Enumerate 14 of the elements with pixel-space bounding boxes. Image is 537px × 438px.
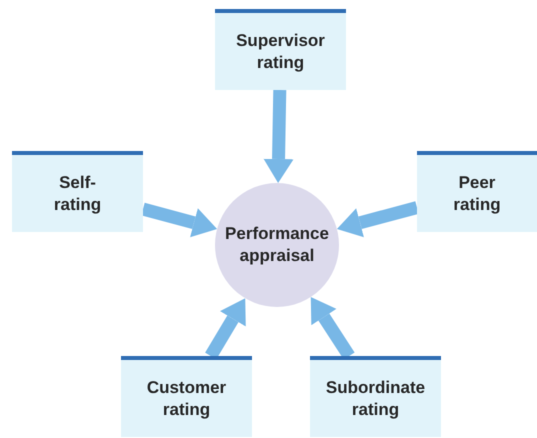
node-label: Supervisor rating [235,30,326,74]
source-box [310,356,441,437]
node-label: Performance appraisal [224,223,330,267]
source-box [417,151,537,232]
node-label: Customer rating [146,376,228,420]
source-box [12,151,143,232]
node-label: Subordinate rating [324,376,426,420]
source-box [215,9,346,90]
arrow [336,201,419,238]
node-label: Self-rating [52,172,102,216]
source-box [121,356,252,437]
arrow [264,90,294,183]
arrow [141,202,218,238]
node-label: Peer rating [452,172,502,216]
